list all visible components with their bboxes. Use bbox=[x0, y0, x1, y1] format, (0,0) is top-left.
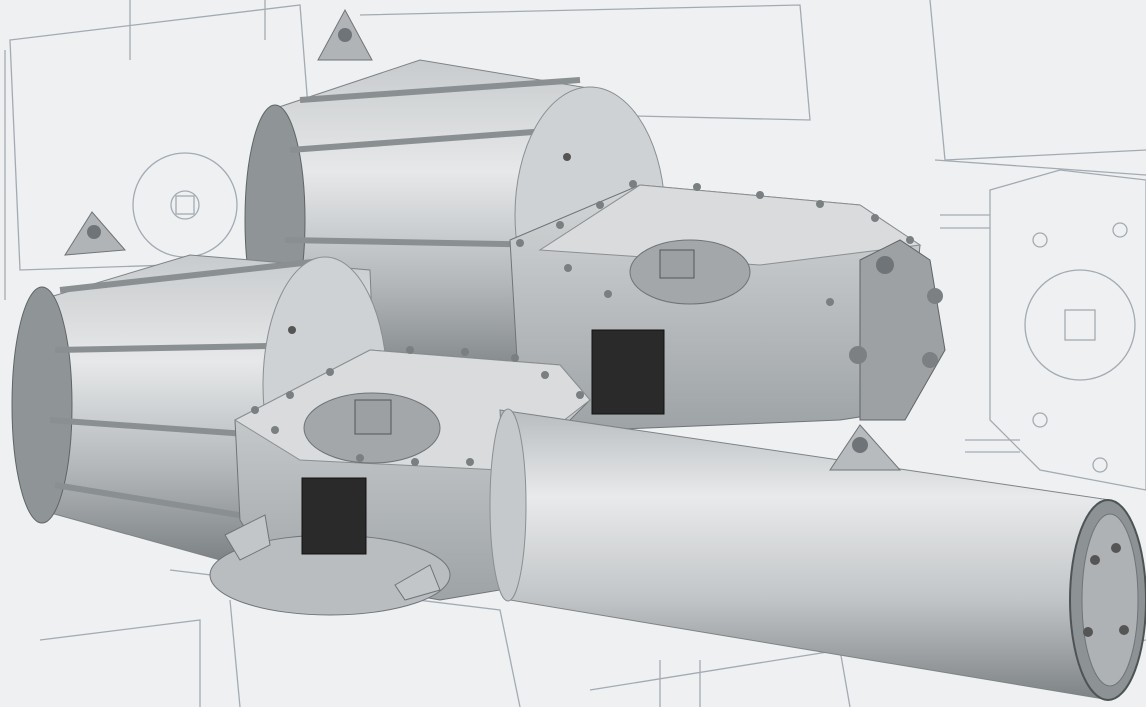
name-plate-front bbox=[301, 477, 367, 555]
name-plate-rear bbox=[591, 329, 665, 415]
actuator-front bbox=[11, 211, 1146, 701]
